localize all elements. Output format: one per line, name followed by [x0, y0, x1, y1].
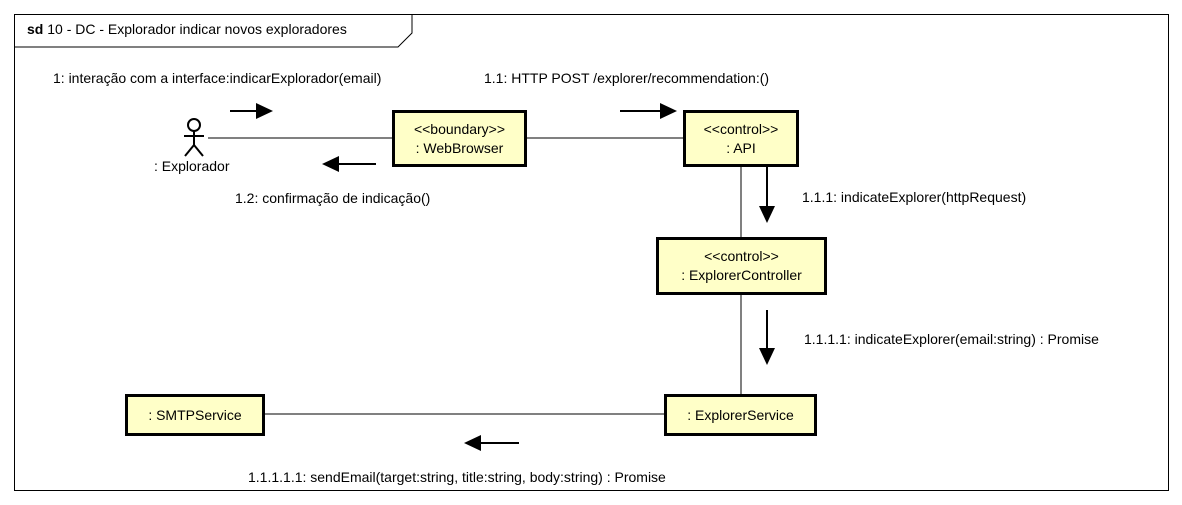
frame-keyword: sd — [27, 21, 44, 37]
webbrowser-name: : WebBrowser — [415, 139, 504, 156]
api-name: : API — [726, 139, 756, 156]
controller-stereotype: <<control>> — [704, 248, 779, 264]
actor-name: : Explorador — [154, 158, 230, 174]
frame-name: 10 - DC - Explorador indicar novos explo… — [47, 21, 347, 37]
arrow-m1-1-1 — [759, 167, 775, 223]
frame-title: sd 10 - DC - Explorador indicar novos ex… — [27, 21, 347, 37]
arrow-m1 — [230, 103, 273, 119]
actor-icon — [184, 118, 204, 157]
api-stereotype: <<control>> — [703, 120, 779, 137]
arrow-m1-1-1-1 — [759, 310, 775, 365]
object-webbrowser: <<boundary>> : WebBrowser — [392, 110, 527, 167]
arrow-m1-1 — [620, 103, 677, 119]
frame-title-tab — [14, 14, 413, 48]
arrow-m1-2 — [322, 156, 376, 172]
webbrowser-stereotype: <<boundary>> — [413, 120, 506, 137]
service-name: : ExplorerService — [687, 406, 794, 423]
message-1-label: 1: interação com a interface:indicarExpl… — [53, 70, 382, 86]
arrow-m1-1-1-1-1 — [464, 435, 519, 451]
message-1-1-1-label: 1.1.1: indicateExplorer(httpRequest) — [802, 189, 1027, 205]
controller-name: : ExplorerController — [681, 267, 802, 283]
message-1-1-1-1-1-label: 1.1.1.1.1: sendEmail(target:string, titl… — [248, 469, 666, 485]
diagram-frame — [14, 14, 1169, 491]
object-api: <<control>> : API — [683, 110, 799, 167]
object-smtp-service: : SMTPService — [125, 394, 265, 436]
message-1-1-label: 1.1: HTTP POST /explorer/recommendation:… — [484, 70, 770, 86]
object-explorer-service: : ExplorerService — [664, 394, 817, 436]
object-explorer-controller: <<control>> : ExplorerController — [656, 237, 827, 295]
smtp-name: : SMTPService — [148, 406, 242, 423]
message-1-2-label: 1.2: confirmação de indicação() — [235, 190, 431, 206]
message-1-1-1-1-label: 1.1.1.1: indicateExplorer(email:string) … — [804, 331, 1099, 347]
